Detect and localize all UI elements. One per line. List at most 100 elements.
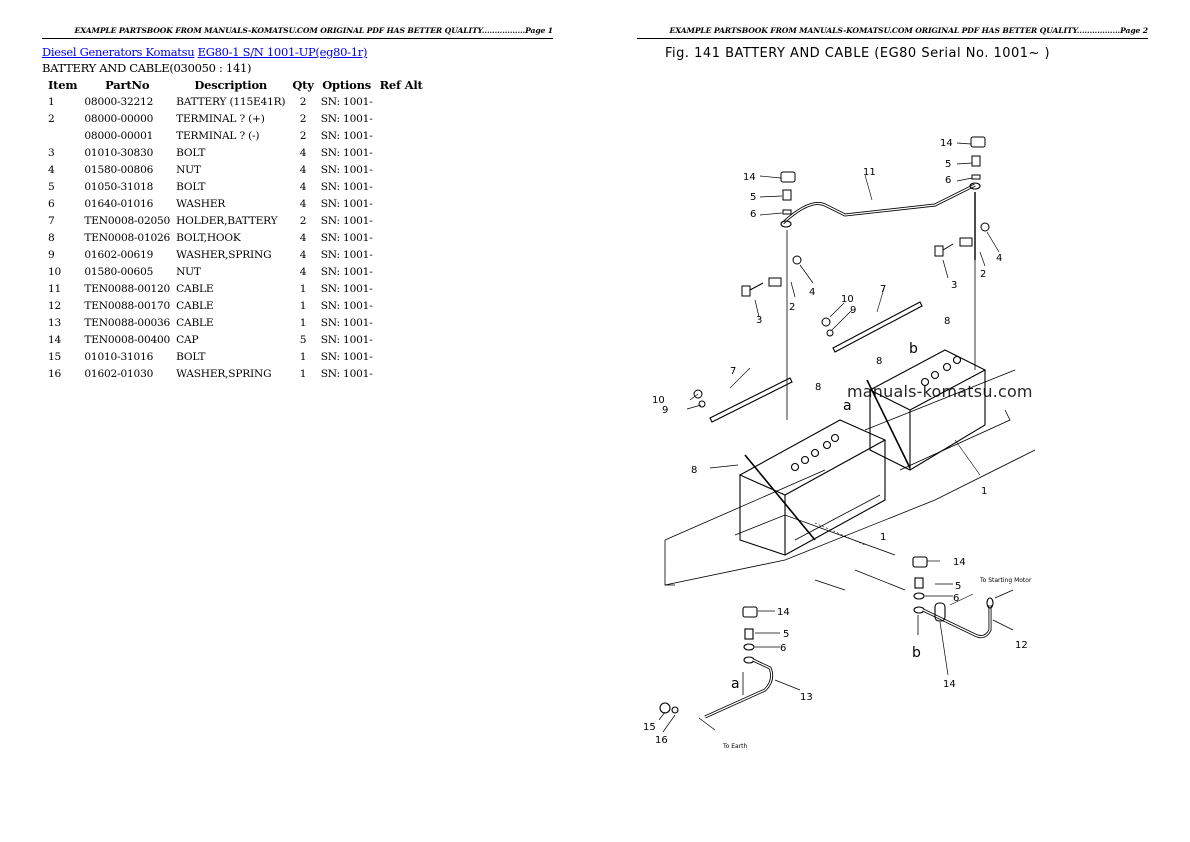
- page-header: EXAMPLE PARTSBOOK FROM MANUALS-KOMATSU.C…: [74, 26, 554, 35]
- table-row: 4 01580-00806 NUT 4 SN: 1001-: [42, 161, 427, 178]
- cell-options: SN: 1001-: [320, 299, 373, 312]
- column-header-description: Description: [194, 77, 268, 92]
- cell-ref-alt: [376, 127, 427, 144]
- cell-description: TERMINAL ? (+): [176, 112, 265, 125]
- svg-text:9: 9: [662, 405, 668, 416]
- cell-item: 12: [48, 299, 62, 312]
- svg-text:6: 6: [945, 175, 951, 186]
- cell-options: SN: 1001-: [320, 214, 373, 227]
- cell-item: 1: [48, 95, 55, 108]
- cell-item: 6: [48, 197, 55, 210]
- page-2: EXAMPLE PARTSBOOK FROM MANUALS-KOMATSU.C…: [595, 0, 1190, 842]
- svg-text:6: 6: [750, 209, 756, 220]
- cell-options: SN: 1001-: [320, 180, 373, 193]
- breadcrumb-link-diesel-generators[interactable]: Diesel Generators Komatsu: [42, 45, 195, 59]
- svg-text:1: 1: [981, 486, 987, 497]
- svg-text:a: a: [731, 676, 740, 692]
- svg-text:10: 10: [841, 294, 854, 305]
- cell-ref-alt: [376, 297, 427, 314]
- cable-12: [912, 556, 1014, 676]
- svg-text:2: 2: [980, 269, 986, 280]
- cell-item: 4: [48, 163, 55, 176]
- cell-item: 13: [48, 316, 62, 329]
- svg-text:14: 14: [953, 557, 966, 568]
- leader-lines: [686, 142, 1000, 469]
- cable-13: [658, 606, 801, 733]
- figure-title: Fig. 141 BATTERY AND CABLE (EG80 Serial …: [665, 46, 1051, 61]
- cell-qty: 1: [299, 299, 307, 312]
- cell-options: SN: 1001-: [320, 265, 373, 278]
- cell-qty: 4: [299, 163, 307, 176]
- to-starting-motor-label: To Starting Motor: [979, 577, 1032, 584]
- battery-holders: [709, 284, 923, 423]
- svg-text:16: 16: [655, 735, 668, 746]
- svg-text:8: 8: [876, 356, 882, 367]
- svg-text:12: 12: [1015, 640, 1028, 651]
- svg-text:2: 2: [789, 302, 795, 313]
- section-title: BATTERY AND CABLE(030050 : 141): [42, 61, 252, 75]
- cell-partno: TEN0008-00400: [84, 333, 171, 346]
- svg-text:3: 3: [951, 280, 957, 291]
- cell-qty: 1: [299, 282, 307, 295]
- cell-partno: 01050-31018: [84, 180, 154, 193]
- cell-description: CABLE: [176, 299, 214, 312]
- cell-description: CABLE: [176, 282, 214, 295]
- svg-text:14: 14: [940, 138, 953, 149]
- cell-qty: 2: [299, 112, 307, 125]
- cell-description: BOLT,HOOK: [176, 231, 241, 244]
- cell-qty: 5: [299, 333, 307, 346]
- cell-qty: 1: [299, 316, 307, 329]
- cell-options: SN: 1001-: [320, 197, 373, 210]
- cell-description: BOLT: [176, 180, 206, 193]
- svg-text:10: 10: [652, 395, 665, 406]
- cell-qty: 2: [299, 95, 307, 108]
- breadcrumb-link-model[interactable]: EG80-1 S/N 1001-UP(eg80-1r): [197, 45, 368, 59]
- cell-partno: 08000-32212: [84, 95, 154, 108]
- cell-item: 5: [48, 180, 55, 193]
- cell-ref-alt: [376, 348, 427, 365]
- cell-qty: 4: [299, 231, 307, 244]
- cell-ref-alt: [376, 229, 427, 246]
- cell-partno: 01602-01030: [84, 367, 154, 380]
- cell-ref-alt: [376, 161, 427, 178]
- cell-ref-alt: [376, 195, 427, 212]
- svg-text:6: 6: [780, 643, 786, 654]
- cell-item: 2: [48, 112, 55, 125]
- cell-partno: TEN0088-00036: [84, 316, 171, 329]
- column-header-qty: Qty: [292, 77, 314, 92]
- cell-partno: 01580-00605: [84, 265, 154, 278]
- cell-qty: 4: [299, 146, 307, 159]
- cell-options: SN: 1001-: [320, 163, 373, 176]
- cell-item: 8: [48, 231, 55, 244]
- cell-ref-alt: [376, 331, 427, 348]
- cell-description: NUT: [176, 163, 201, 176]
- cell-partno: 01580-00806: [84, 163, 154, 176]
- cell-ref-alt: [376, 93, 427, 110]
- cell-item: 15: [48, 350, 62, 363]
- cell-item: 3: [48, 146, 55, 159]
- svg-text:1: 1: [880, 532, 886, 543]
- cell-description: WASHER,SPRING: [176, 248, 272, 261]
- svg-text:8: 8: [691, 465, 697, 476]
- cell-options: SN: 1001-: [320, 350, 373, 363]
- cell-description: CABLE: [176, 316, 214, 329]
- cell-options: SN: 1001-: [320, 95, 373, 108]
- cable-11: [780, 174, 981, 420]
- cell-partno: 01640-01016: [84, 197, 154, 210]
- cell-qty: 4: [299, 248, 307, 261]
- cell-partno: TEN0008-02050: [84, 214, 171, 227]
- parts-table: Item PartNo Description Qty Options Ref …: [42, 76, 427, 382]
- svg-text:3: 3: [756, 315, 762, 326]
- cell-item: 11: [48, 282, 62, 295]
- svg-text:8: 8: [815, 382, 821, 393]
